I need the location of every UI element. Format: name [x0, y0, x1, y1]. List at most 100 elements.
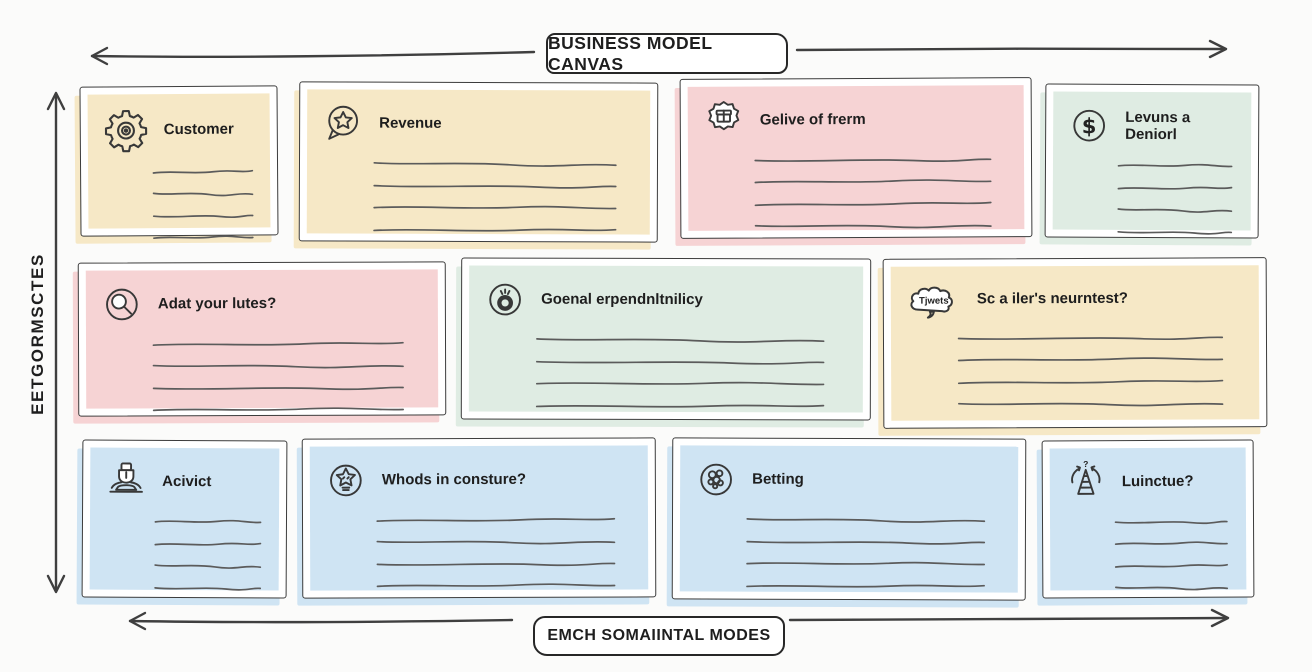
placeholder-line — [955, 355, 1226, 364]
card-title: Levuns a Deniorl — [1125, 108, 1191, 144]
top-left-arrow — [90, 50, 536, 58]
placeholder-lines — [744, 516, 988, 591]
card-title: Gelive of frerm — [759, 111, 866, 129]
placeholder-line — [371, 182, 619, 191]
placeholder-line — [154, 562, 262, 571]
placeholder-lines — [1114, 518, 1229, 593]
placeholder-lines — [1117, 162, 1234, 237]
placeholder-line — [533, 336, 828, 345]
placeholder-line — [744, 538, 988, 547]
placeholder-line — [152, 189, 254, 198]
placeholder-line — [955, 399, 1226, 408]
placeholder-line — [1114, 584, 1228, 593]
tweets-cloud-icon: Tjwets — [904, 277, 964, 321]
placeholder-lines — [533, 336, 828, 411]
placeholder-line — [154, 584, 262, 593]
left-up-arrowhead-icon — [46, 91, 66, 111]
placeholder-line — [154, 540, 262, 549]
bottom-left-arrow — [128, 618, 514, 624]
magnifier-icon — [99, 281, 145, 327]
placeholder-line — [1114, 540, 1228, 549]
placeholder-line — [152, 167, 254, 176]
card-sc-a-ilers-neurntest[interactable]: Tjwets Sc a iler's neurntest? — [882, 257, 1268, 429]
card-revenue[interactable]: Revenue — [298, 81, 659, 243]
bottom-right-arrow — [788, 616, 1229, 622]
placeholder-line — [1117, 206, 1233, 215]
card-betting[interactable]: Betting — [671, 437, 1027, 601]
placeholder-line — [752, 155, 994, 164]
placeholder-line — [371, 226, 619, 235]
card-title: Whods in consture? — [381, 471, 527, 489]
placeholder-line — [150, 383, 406, 392]
card-customer[interactable]: Customer — [79, 85, 279, 236]
cluster-circle-icon — [693, 456, 739, 502]
placeholder-line — [1114, 518, 1228, 527]
placeholder-line — [752, 177, 994, 186]
card-title: Luinctue? — [1121, 473, 1194, 491]
dollar-circle-icon: $ — [1066, 103, 1112, 149]
badge-gift-icon — [701, 98, 747, 144]
bottom-right-arrowhead-icon — [1210, 608, 1230, 628]
card-goenal-erpendnltnilicy[interactable]: Goenal erpendnltnilicy — [460, 257, 872, 421]
placeholder-line — [150, 339, 406, 348]
left-down-arrowhead-icon — [46, 574, 66, 594]
card-whods-in-consture[interactable]: Whods in consture? — [301, 437, 657, 599]
placeholder-lines — [955, 333, 1226, 408]
placeholder-line — [744, 582, 988, 591]
placeholder-line — [1114, 562, 1228, 571]
placeholder-line — [374, 560, 618, 569]
svg-text:$: $ — [1082, 113, 1097, 138]
placeholder-line — [1117, 184, 1233, 193]
card-acivict[interactable]: Acivict — [81, 439, 288, 599]
top-right-arrow — [795, 47, 1227, 52]
svg-text:Tjwets: Tjwets — [919, 296, 949, 307]
placeholder-line — [955, 333, 1226, 342]
placeholder-line — [374, 538, 618, 547]
placeholder-lines — [152, 167, 254, 242]
placeholder-line — [752, 221, 994, 230]
placeholder-line — [744, 560, 988, 569]
card-luinctue[interactable]: ? Luinctue? — [1041, 439, 1255, 599]
placeholder-lines — [154, 518, 262, 593]
placeholder-line — [752, 199, 994, 208]
trophy-circle-icon — [482, 277, 528, 323]
star-circle-icon — [323, 457, 369, 503]
placeholder-line — [152, 211, 254, 220]
bottom-axis-label: EMCH SOMAIINTAL MODES — [533, 616, 785, 656]
card-levuns-a-deniorl[interactable]: $ Levuns a Deniorl — [1044, 83, 1260, 239]
card-adat-your-lutes[interactable]: Adat your lutes? — [77, 261, 447, 417]
canvas-title: BUSINESS MODEL CANVAS — [546, 33, 788, 74]
bottom-left-arrowhead-icon — [128, 611, 147, 631]
star-speech-bubble-icon — [320, 100, 366, 146]
card-title: Revenue — [379, 115, 442, 133]
card-title: Acivict — [162, 473, 212, 491]
placeholder-line — [374, 516, 618, 525]
placeholder-line — [150, 361, 406, 370]
card-title: Customer — [163, 120, 234, 139]
top-left-arrowhead-icon — [90, 46, 109, 66]
placeholder-line — [371, 204, 619, 213]
placeholder-line — [955, 377, 1226, 386]
gear-icon — [101, 105, 151, 155]
placeholder-line — [150, 405, 406, 414]
placeholder-line — [533, 358, 828, 367]
card-title: Betting — [752, 471, 804, 489]
card-title: Adat your lutes? — [157, 295, 277, 313]
placeholder-line — [1117, 162, 1233, 171]
card-title: Goenal erpendnltnilicy — [541, 291, 703, 309]
placeholder-line — [533, 380, 828, 389]
placeholder-lines — [374, 516, 618, 591]
placeholder-line — [374, 582, 618, 591]
placeholder-line — [533, 402, 828, 411]
tower-arrows-icon: ? — [1063, 459, 1109, 505]
card-gelive-of-frerm[interactable]: Gelive of frerm — [679, 77, 1033, 239]
placeholder-line — [1117, 228, 1233, 237]
placeholder-line — [153, 233, 255, 242]
placeholder-lines — [371, 160, 619, 235]
top-right-arrowhead-icon — [1208, 39, 1228, 59]
placeholder-lines — [150, 339, 407, 414]
placeholder-line — [744, 516, 988, 525]
left-axis-label: EETGORMSCTES — [28, 253, 47, 415]
placeholder-line — [154, 518, 262, 527]
